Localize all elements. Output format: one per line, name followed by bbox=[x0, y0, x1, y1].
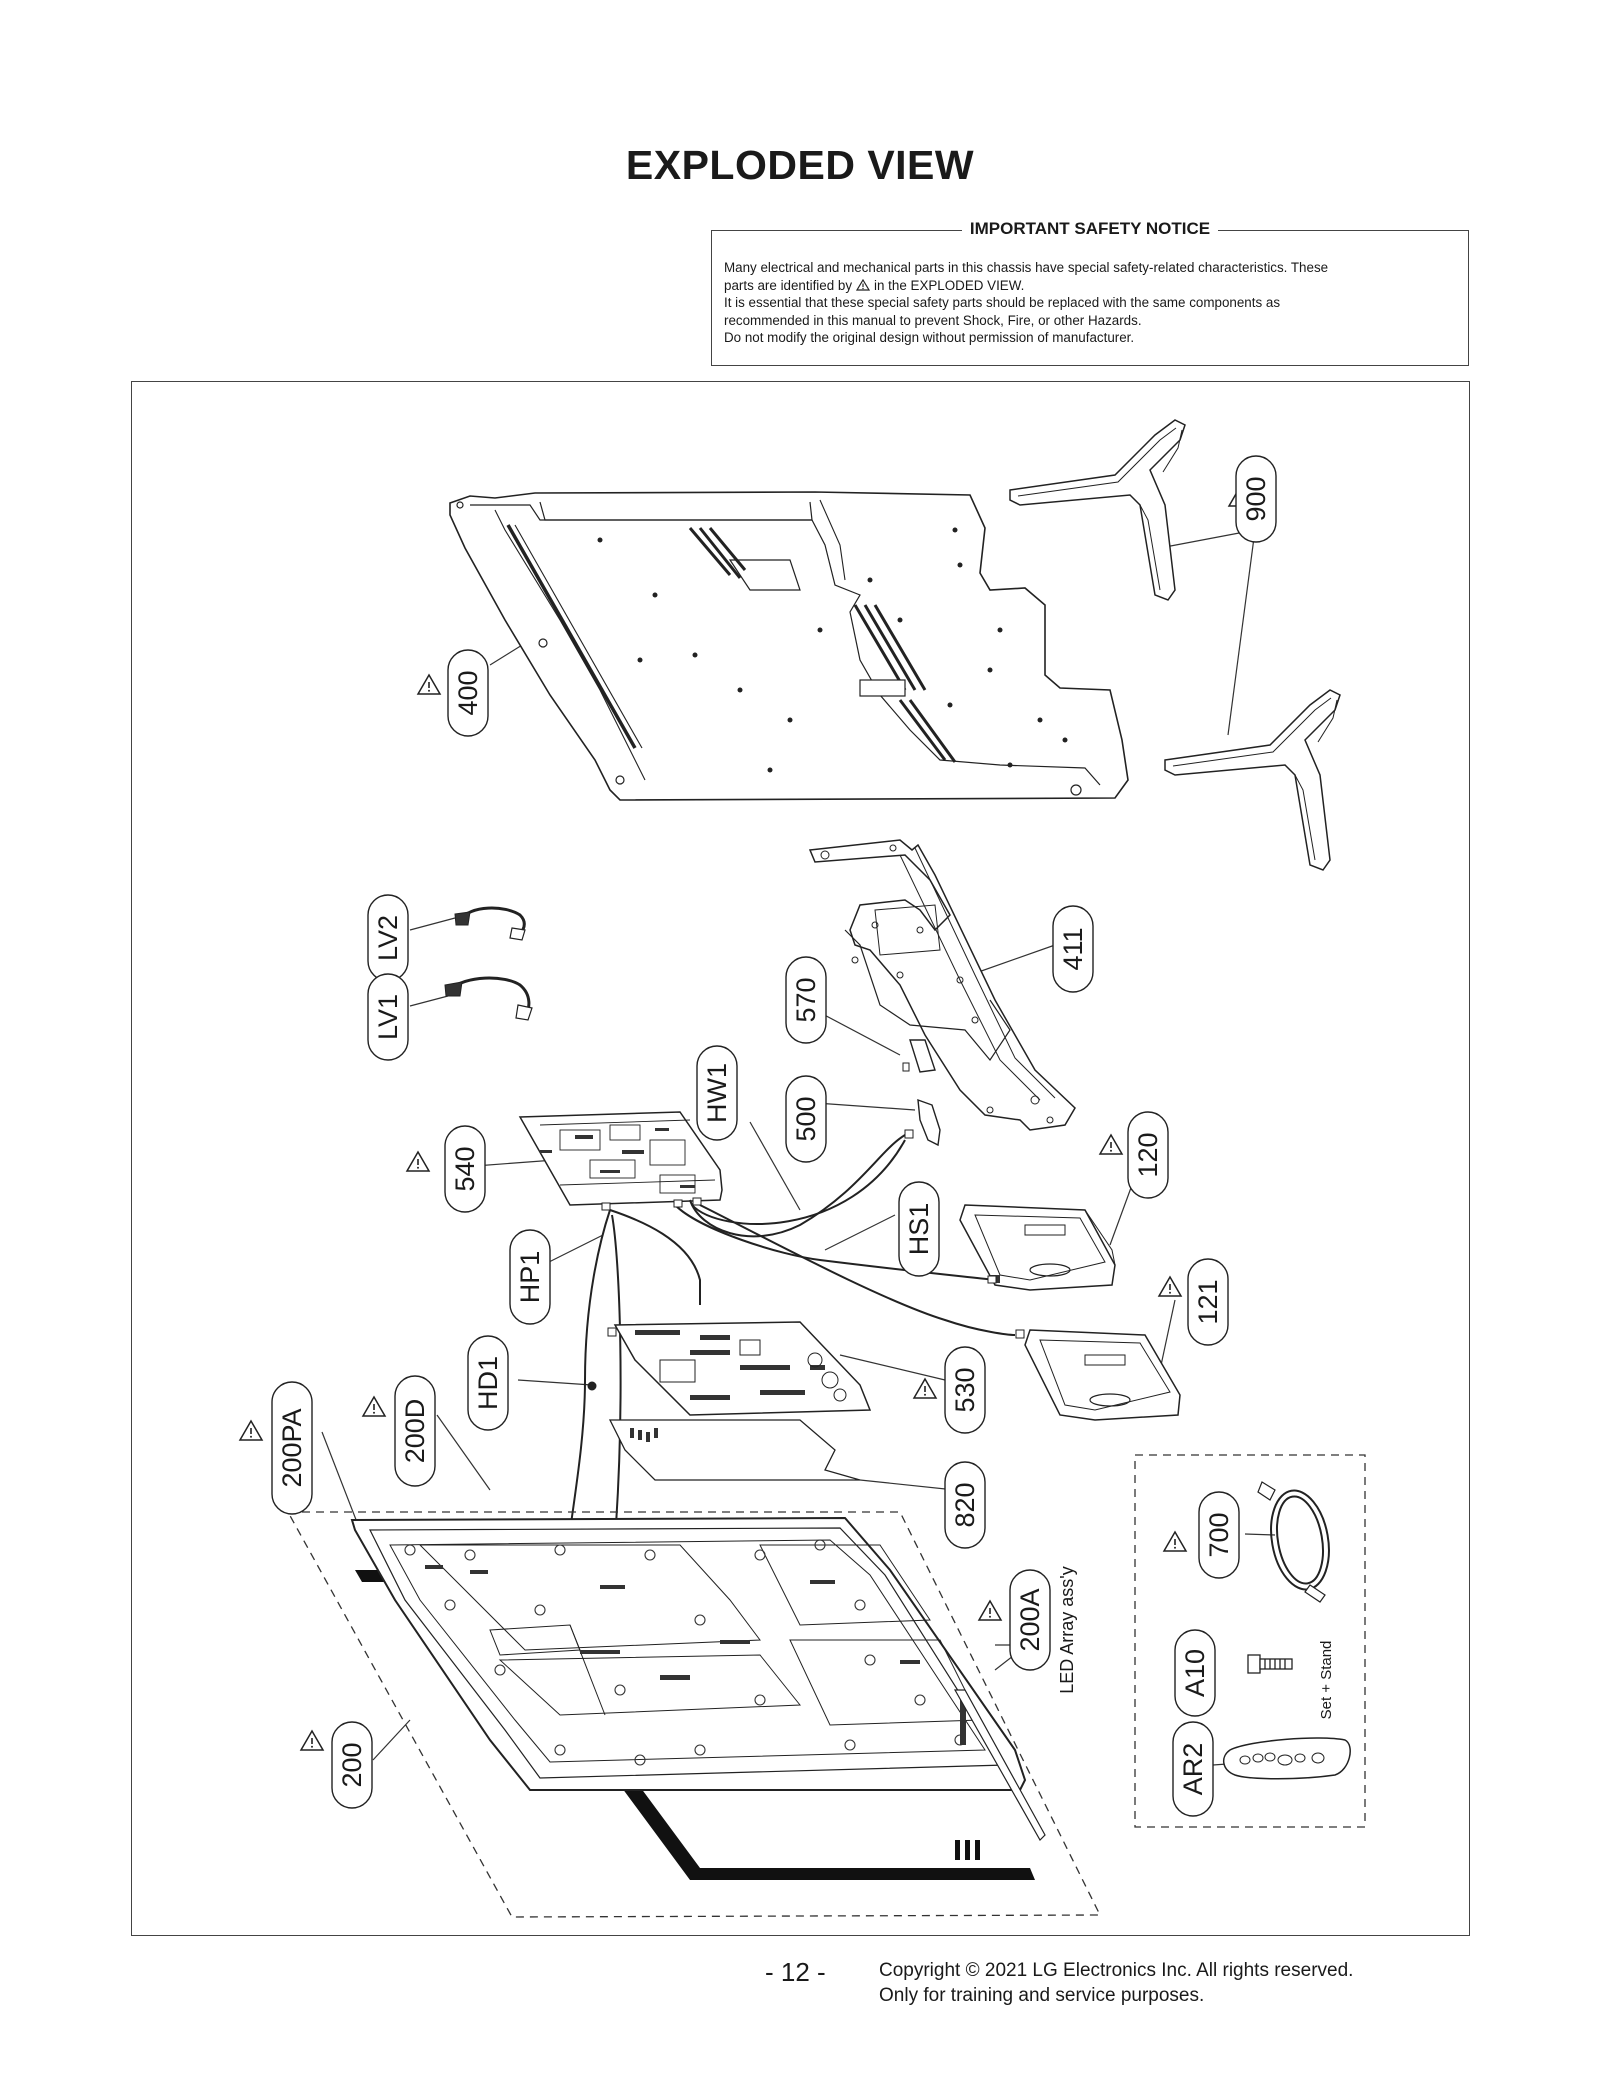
copyright-line: Copyright © 2021 LG Electronics Inc. All… bbox=[879, 1960, 1354, 1981]
page-title: EXPLODED VIEW bbox=[625, 142, 975, 188]
warning-triangle-icon bbox=[913, 1378, 937, 1399]
part-label-hd1: HD1 bbox=[473, 1356, 503, 1410]
warning-triangle-icon bbox=[406, 1151, 430, 1172]
display-assembly-part bbox=[286, 1511, 1102, 1918]
warning-triangle-icon bbox=[239, 1420, 263, 1441]
part-label-400: 400 bbox=[453, 670, 483, 715]
part-label-200pa: 200PA bbox=[277, 1408, 307, 1487]
notice-line-3: It is essential that these special safet… bbox=[724, 295, 1281, 310]
warning-triangle-icon bbox=[1163, 1531, 1187, 1552]
notice-line-5: Do not modify the original design withou… bbox=[724, 330, 1135, 345]
part-label-700: 700 bbox=[1204, 1512, 1234, 1557]
power-cord-part bbox=[1257, 1481, 1330, 1603]
led-array-label: LED Array ass'y bbox=[1057, 1566, 1077, 1693]
part-label-ar2: AR2 bbox=[1178, 1743, 1208, 1796]
part-label-lv1: LV1 bbox=[373, 994, 403, 1040]
part-label-hp1: HP1 bbox=[515, 1251, 545, 1304]
bracket-part bbox=[808, 839, 1076, 1131]
screw-part bbox=[1247, 1654, 1293, 1674]
warning-triangle-icon bbox=[417, 674, 441, 695]
notice-line-1: Many electrical and mechanical parts in … bbox=[724, 260, 1329, 275]
part-label-900: 900 bbox=[1241, 476, 1271, 521]
part-label-820: 820 bbox=[950, 1482, 980, 1527]
copyright-notice: Copyright © 2021 LG Electronics Inc. All… bbox=[879, 1958, 1353, 2008]
remote-control-part bbox=[1223, 1737, 1351, 1780]
safety-notice-box: IMPORTANT SAFETY NOTICE Many electrical … bbox=[711, 219, 1469, 366]
part-label-lv2: LV2 bbox=[373, 915, 403, 961]
part-label-hw1: HW1 bbox=[702, 1063, 732, 1123]
warning-triangle-icon bbox=[978, 1600, 1002, 1621]
main-board-part bbox=[518, 1111, 723, 1206]
warning-triangle-icon bbox=[300, 1730, 324, 1751]
part-500 bbox=[904, 1098, 941, 1147]
shield-sheet-part bbox=[608, 1419, 861, 1481]
stand-part-2 bbox=[1164, 689, 1341, 871]
warning-triangle-icon bbox=[856, 278, 871, 291]
diagram-frame bbox=[131, 381, 1470, 1936]
part-label-540: 540 bbox=[450, 1146, 480, 1191]
part-label-hs1: HS1 bbox=[904, 1203, 934, 1256]
safety-notice-heading: IMPORTANT SAFETY NOTICE bbox=[961, 219, 1219, 238]
connector-hw1 bbox=[692, 1197, 702, 1206]
accessories-box bbox=[1134, 1454, 1366, 1828]
speaker-120-part bbox=[959, 1204, 1116, 1291]
board-570-part bbox=[902, 1039, 936, 1073]
warning-triangle-icon bbox=[1099, 1134, 1123, 1155]
part-label-121: 121 bbox=[1193, 1279, 1223, 1324]
safety-notice-body: Many electrical and mechanical parts in … bbox=[724, 259, 1456, 347]
set-stand-label: Set + Stand bbox=[1318, 1641, 1335, 1720]
part-label-500: 500 bbox=[791, 1096, 821, 1141]
speaker-121-part bbox=[1015, 1329, 1181, 1421]
part-label-200: 200 bbox=[337, 1742, 367, 1787]
lv-cables-part bbox=[444, 906, 533, 1021]
part-label-200a: 200A bbox=[1015, 1588, 1045, 1651]
part-label-a10: A10 bbox=[1180, 1649, 1210, 1697]
part-label-200d: 200D bbox=[400, 1399, 430, 1464]
warning-triangle-icon bbox=[1158, 1276, 1182, 1297]
purpose-line: Only for training and service purposes. bbox=[879, 1985, 1205, 2006]
page-number: - 12 - bbox=[765, 1957, 826, 1987]
part-label-120: 120 bbox=[1133, 1132, 1163, 1177]
part-label-570: 570 bbox=[791, 977, 821, 1022]
part-label-411: 411 bbox=[1058, 927, 1088, 970]
part-callouts bbox=[271, 455, 1277, 1817]
power-board-part bbox=[607, 1321, 872, 1416]
connector-hs1 bbox=[673, 1199, 683, 1208]
connector-hp1 bbox=[601, 1202, 611, 1211]
back-cover-part bbox=[449, 491, 1129, 801]
part-numbers: 900 400 411 570 500 HW1 LV2 LV1 540 120 … bbox=[277, 476, 1271, 1795]
stand-part bbox=[1009, 419, 1186, 601]
part-label-530: 530 bbox=[950, 1367, 980, 1412]
warning-triangle-icon bbox=[362, 1396, 386, 1417]
notice-line-4: recommended in this manual to prevent Sh… bbox=[724, 312, 1142, 328]
